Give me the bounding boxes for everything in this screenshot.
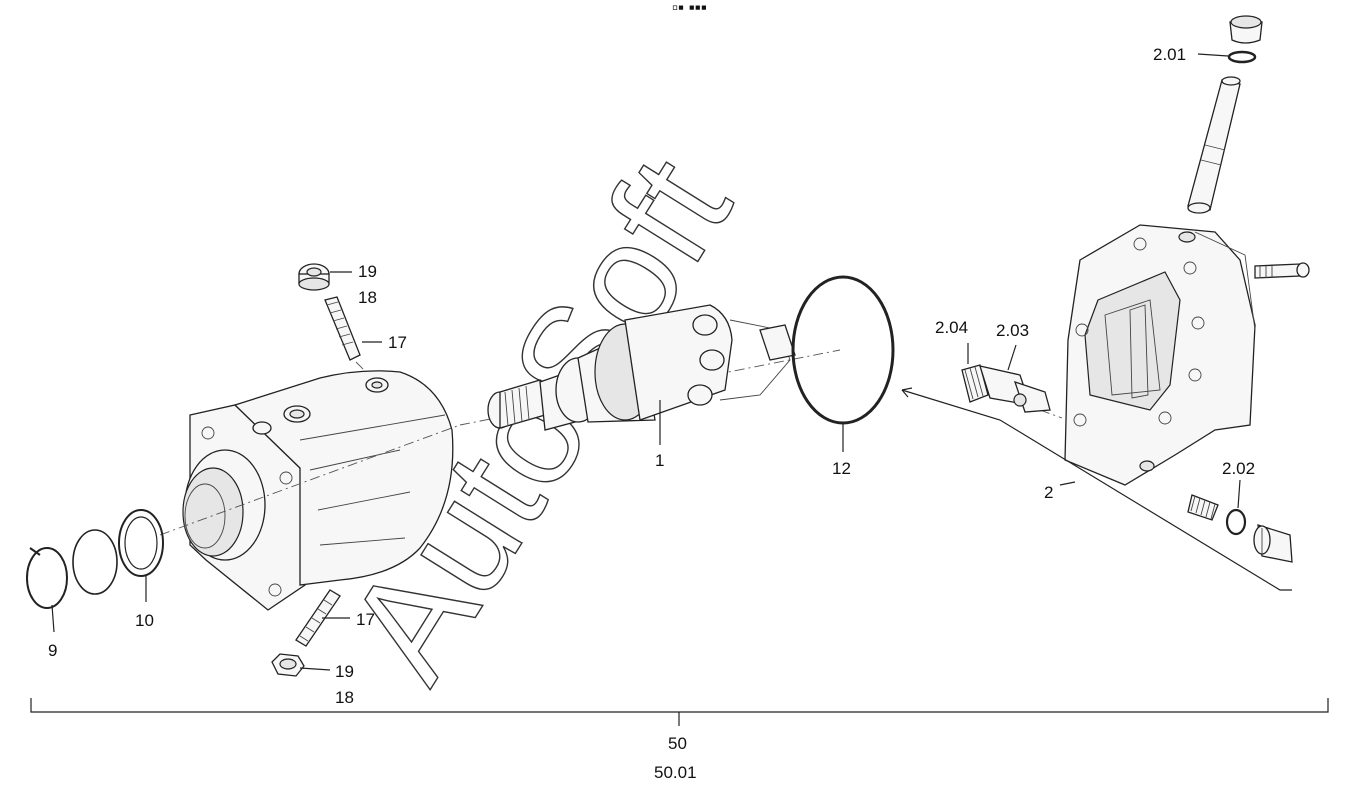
callout-17-bottom: 17 [356,610,375,629]
callout-19-bottom: 19 [335,662,354,681]
assembly-2-pointer [901,389,1292,591]
leader-lines [51,53,1241,671]
callout-17-top: 17 [388,333,407,352]
callout-18-top: 18 [358,288,377,307]
assembly-2-arrowhead [901,387,913,398]
callout-19-top: 19 [358,262,377,281]
port-plate [1039,224,1256,486]
callout-2-01: 2.01 [1153,45,1186,64]
callout-2-03: 2.03 [996,321,1029,340]
rotating-group [487,304,796,431]
o-ring-12 [791,275,895,425]
callout-50-01: 50.01 [654,763,697,782]
callout-50: 50 [668,734,687,753]
port-plate-bolt [1254,262,1310,279]
spring-and-plug [1187,494,1293,563]
callout-2-04: 2.04 [935,318,968,337]
motor-housing [182,370,454,611]
header-mark: ▫▪ ▪▪▪ [672,0,707,17]
valve-spool-2-01 [1187,15,1263,214]
callout-2: 2 [1044,483,1053,502]
callout-9: 9 [48,641,57,660]
callout-labels: 2.01 19 18 17 2.04 2.03 1 12 2 2.02 9 10… [48,45,1255,782]
retaining-rings [26,509,164,609]
callout-2-02: 2.02 [1222,459,1255,478]
control-adjuster [961,364,1051,413]
callout-12: 12 [832,459,851,478]
top-stud-set [298,263,367,373]
callout-10: 10 [135,611,154,630]
assembly-bracket-50 [30,698,1329,726]
callout-18-bottom: 18 [335,688,354,707]
bottom-stud-set [271,589,341,677]
callout-1: 1 [655,451,664,470]
